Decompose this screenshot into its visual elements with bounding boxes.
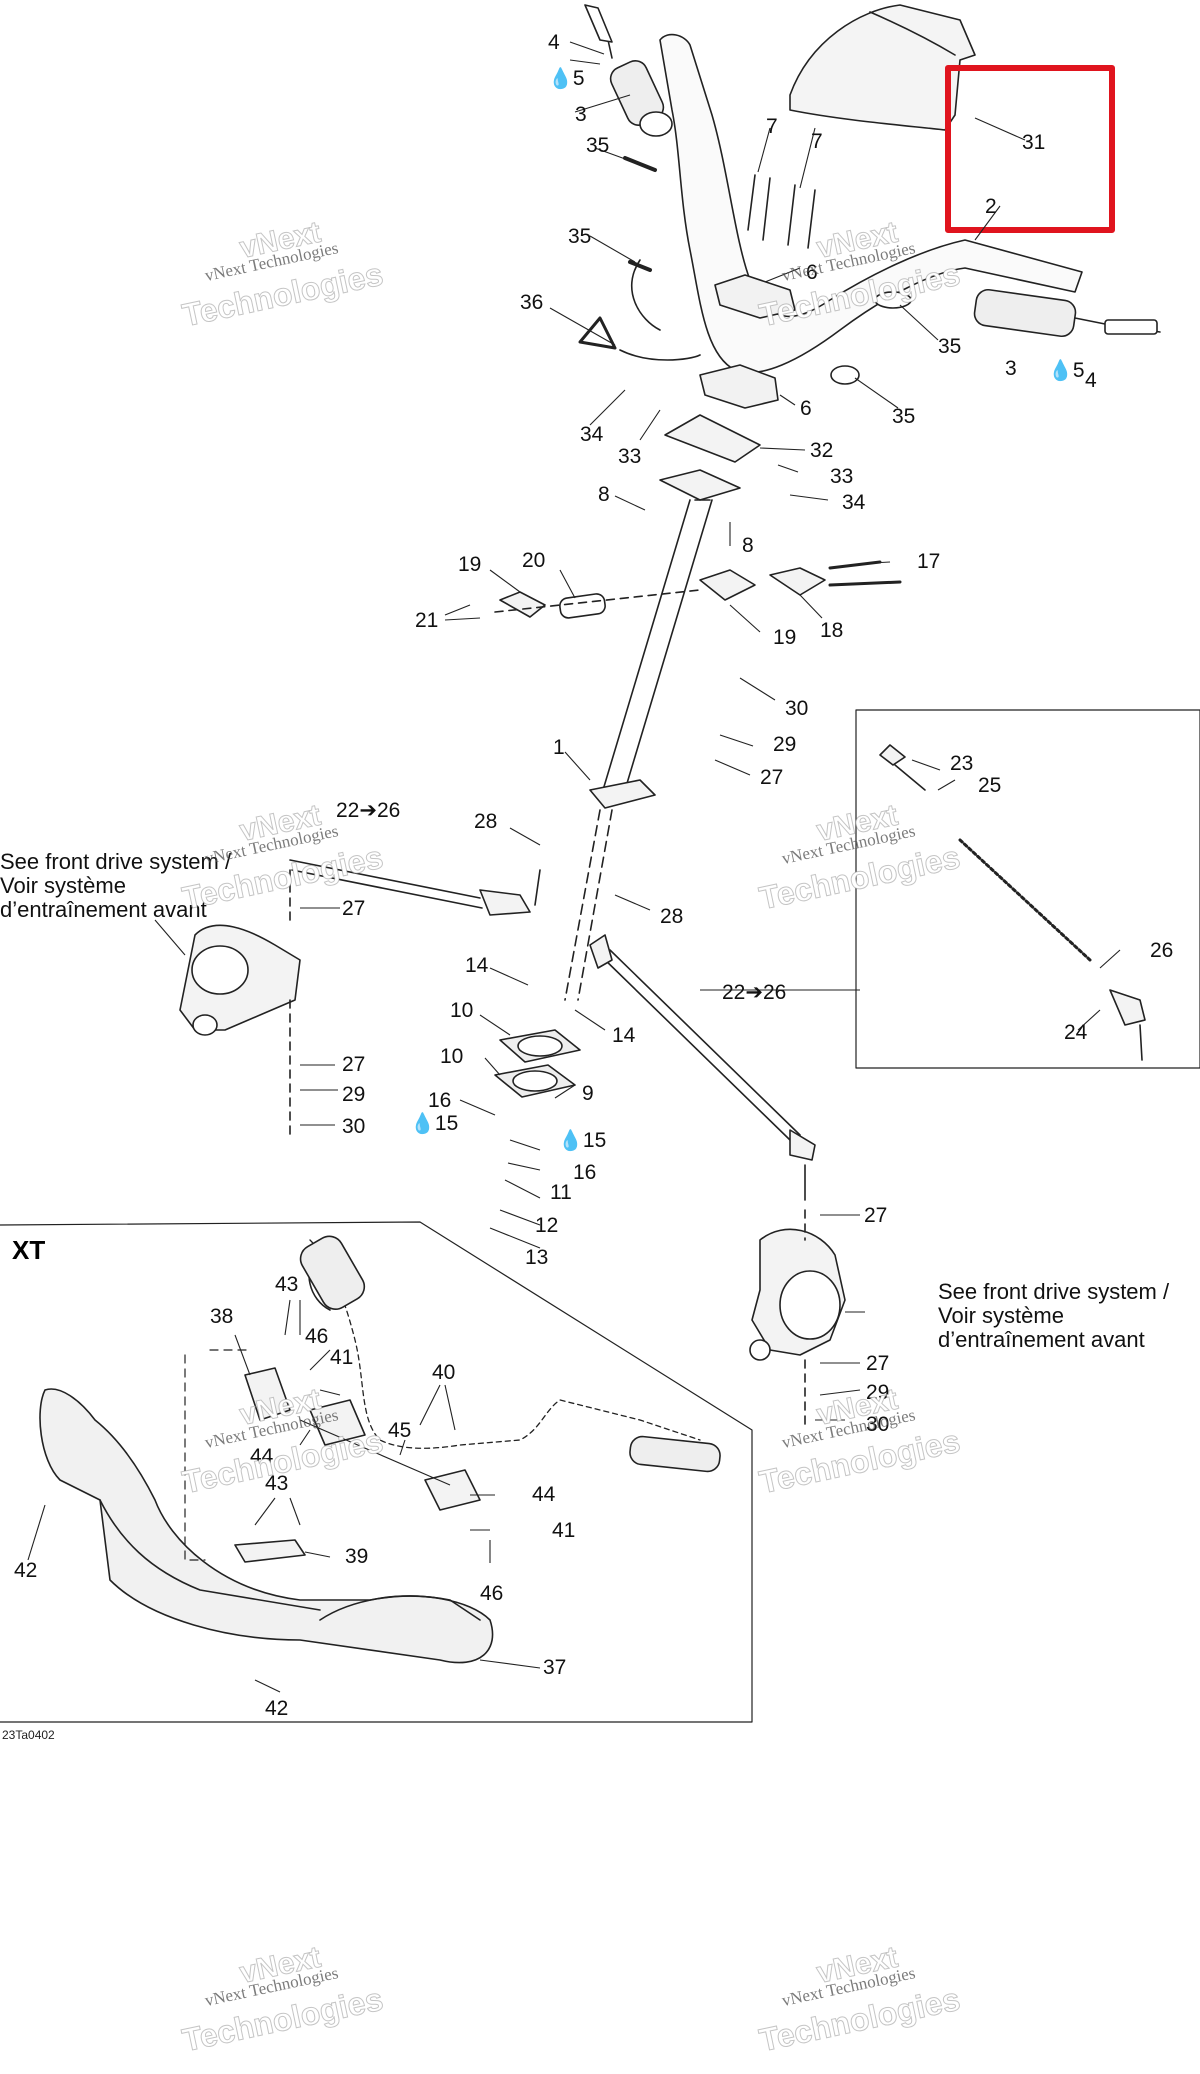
callout-23: 23 [950, 752, 974, 775]
callout-28: 28 [660, 905, 684, 928]
callout-27: 27 [342, 897, 366, 920]
callout-30: 30 [342, 1115, 366, 1138]
see-front-drive-note-left: See front drive system / Voir système d’… [0, 849, 232, 922]
callout-14: 14 [465, 954, 489, 977]
callout-25: 25 [978, 774, 1002, 797]
callout-36: 36 [520, 291, 544, 314]
callout-38: 38 [210, 1305, 234, 1328]
callout-27: 27 [342, 1053, 366, 1076]
callout-33: 33 [618, 445, 642, 468]
callout-15: 💧15 [410, 1112, 459, 1135]
callout-17: 17 [917, 550, 941, 573]
callout-6: 6 [806, 261, 818, 284]
sealant-drop-icon: 💧 [558, 1130, 583, 1152]
callout-13: 13 [525, 1246, 549, 1269]
callout-33: 33 [830, 465, 854, 488]
hand-guard-part [789, 4, 976, 131]
callout-44: 44 [532, 1483, 556, 1506]
callout-18: 18 [820, 619, 844, 642]
callout-45: 45 [388, 1419, 412, 1442]
callout-3: 3 [575, 103, 587, 126]
callout-39: 39 [345, 1545, 369, 1568]
callout-24: 24 [1064, 1021, 1088, 1044]
callout-22-26: 22➔26 [722, 981, 787, 1004]
see-front-drive-note-right: See front drive system / Voir système d’… [938, 1279, 1170, 1352]
highlight-box [945, 65, 1115, 233]
callout-29: 29 [342, 1083, 366, 1106]
xt-inset-frame [0, 1221, 753, 1723]
callout-19: 19 [773, 626, 797, 649]
callout-11: 11 [550, 1181, 572, 1204]
callout-46: 46 [305, 1325, 329, 1348]
callout-9: 9 [582, 1082, 594, 1105]
callout-2: 2 [985, 195, 997, 218]
callout-27: 27 [760, 766, 784, 789]
callout-35: 35 [938, 335, 962, 358]
callout-8: 8 [598, 483, 610, 506]
callout-30: 30 [785, 697, 809, 720]
callout-5: 💧5 [548, 67, 585, 90]
right-grip [973, 288, 1161, 338]
steering-column [599, 499, 713, 801]
callout-29: 29 [866, 1381, 890, 1404]
callout-29: 29 [773, 733, 797, 756]
callout-7: 7 [811, 130, 823, 153]
callout-40: 40 [432, 1361, 456, 1384]
right-knuckle [749, 1209, 846, 1431]
callout-12: 12 [535, 1214, 559, 1237]
callout-1: 1 [553, 736, 565, 759]
callout-41: 41 [552, 1519, 576, 1542]
left-grip [584, 4, 673, 137]
handlebar [659, 33, 1083, 374]
callout-43: 43 [265, 1472, 289, 1495]
callout-26: 26 [1150, 939, 1174, 962]
left-knuckle [179, 869, 301, 1141]
callout-10: 10 [440, 1045, 464, 1068]
sealant-drop-icon: 💧 [1048, 360, 1073, 382]
callout-35: 35 [586, 134, 610, 157]
callout-8: 8 [742, 534, 754, 557]
callout-37: 37 [543, 1656, 567, 1679]
callout-16: 16 [573, 1161, 597, 1184]
xt-hand-guard [39, 1388, 494, 1664]
figure-code: 23Ta0402 [2, 1728, 55, 1742]
callout-41: 41 [330, 1346, 354, 1369]
sealant-drop-icon: 💧 [410, 1113, 435, 1135]
callout-15: 💧15 [558, 1129, 607, 1152]
callout-43: 43 [275, 1273, 299, 1296]
callout-22-26: 22➔26 [336, 799, 401, 822]
callout-28: 28 [474, 810, 498, 833]
callout-42: 42 [14, 1559, 38, 1582]
callout-30: 30 [866, 1413, 890, 1436]
callout-5: 💧5 [1048, 359, 1085, 382]
callout-34: 34 [842, 491, 866, 514]
callout-7: 7 [766, 115, 778, 138]
callout-4: 4 [548, 31, 560, 54]
xt-inset-title: XT [12, 1235, 46, 1265]
callout-4: 4 [1085, 369, 1097, 392]
tie-rod-inset-frame [855, 709, 1200, 1069]
callout-19: 19 [458, 553, 482, 576]
callout-20: 20 [522, 549, 546, 572]
callout-16: 16 [428, 1089, 452, 1112]
callout-27: 27 [864, 1204, 888, 1227]
callout-31: 31 [1022, 131, 1046, 154]
sealant-drop-icon: 💧 [548, 68, 573, 90]
callout-14: 14 [612, 1024, 636, 1047]
callout-35: 35 [892, 405, 916, 428]
callout-6: 6 [800, 397, 812, 420]
callout-32: 32 [810, 439, 834, 462]
callout-34: 34 [580, 423, 604, 446]
callout-46: 46 [480, 1582, 504, 1605]
callout-44: 44 [250, 1445, 274, 1468]
callout-21: 21 [415, 609, 439, 632]
callout-27: 27 [866, 1352, 890, 1375]
callout-42: 42 [265, 1697, 289, 1720]
callout-3: 3 [1005, 357, 1017, 380]
callout-35: 35 [568, 225, 592, 248]
callout-10: 10 [450, 999, 474, 1022]
